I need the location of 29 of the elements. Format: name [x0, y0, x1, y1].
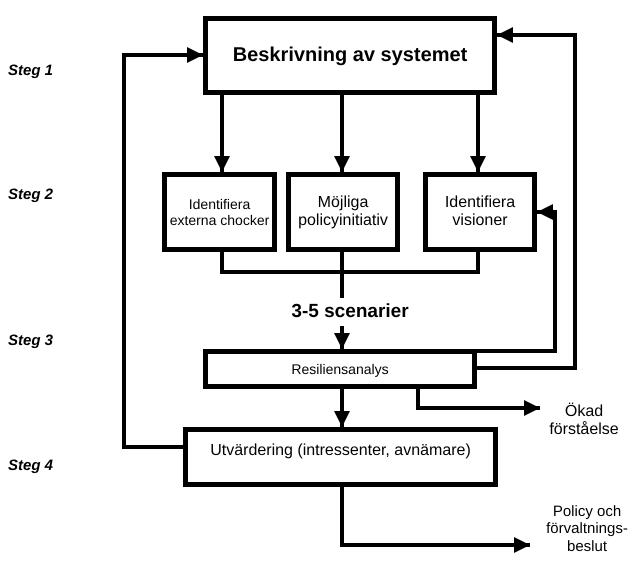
process-box: [183, 427, 498, 487]
box-label: Identifiera externa chocker: [168, 196, 270, 228]
box-label: Resiliensanalys: [291, 360, 389, 378]
arrow: [477, 27, 577, 370]
process-box: [203, 16, 497, 95]
arrow: [340, 487, 530, 553]
arrow: [470, 95, 486, 172]
box-label: Beskrivning av systemet: [232, 44, 468, 67]
outcome-text: Ökad förståelse: [548, 402, 620, 440]
scenario-text: 3-5 scenarier: [291, 301, 409, 323]
process-box: [203, 349, 477, 389]
box-label: Identifiera visioner: [444, 194, 516, 230]
arrow: [214, 95, 230, 172]
outcome-text: Policy och förvaltnings-beslut: [545, 503, 629, 555]
box-label: Möjliga policyinitiativ: [297, 194, 389, 230]
arrow: [334, 95, 350, 172]
box-label: Utvärdering (intressenter, avnämare): [210, 442, 471, 460]
arrow: [334, 326, 350, 349]
process-box: [162, 172, 277, 252]
arrow: [334, 389, 350, 427]
step-label: Steg 3: [8, 332, 54, 349]
step-label: Steg 4: [8, 457, 54, 474]
arrow: [416, 389, 540, 416]
arrow: [122, 47, 203, 449]
arrow: [477, 204, 557, 353]
step-label: Steg 2: [8, 186, 54, 203]
step-label: Steg 1: [8, 62, 54, 79]
process-box: [423, 172, 537, 252]
process-box: [286, 172, 400, 252]
